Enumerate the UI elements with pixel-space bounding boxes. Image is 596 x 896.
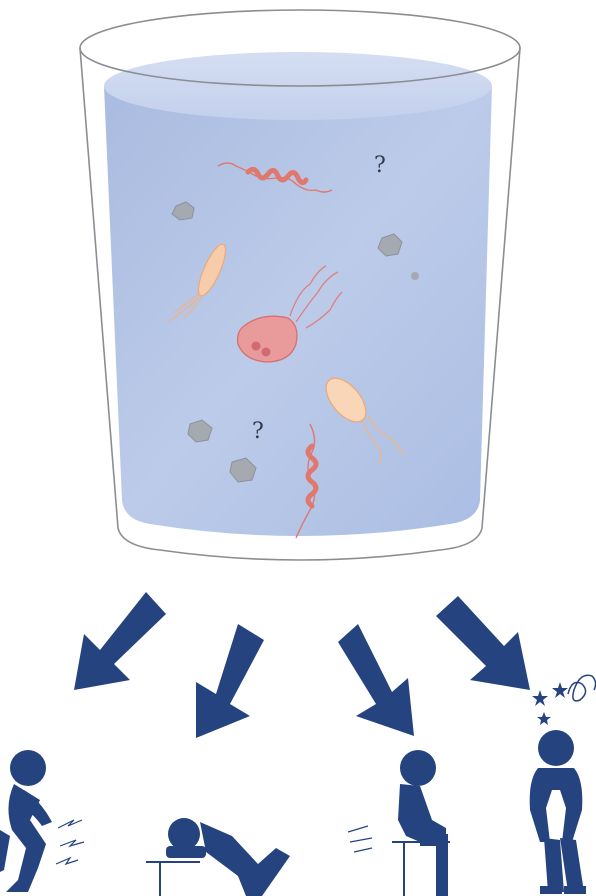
dizzy-swirl-icon (568, 675, 596, 701)
arrow-down-right-icon (338, 624, 414, 736)
glass (80, 10, 520, 560)
arrow-down-right-icon (436, 596, 530, 690)
question-mark: ? (252, 419, 264, 444)
vomiting-person-icon (166, 818, 290, 896)
water-body (104, 86, 492, 536)
dizzy-stars-icon (532, 682, 568, 725)
dizzy-person-icon (530, 730, 586, 894)
particle-icon (411, 272, 419, 280)
diarrhea-person-icon (398, 750, 448, 896)
table-icon (146, 862, 200, 896)
motion-lines-icon (348, 826, 372, 852)
pain-lightning-icon (56, 820, 84, 864)
question-mark: ? (374, 153, 386, 178)
arrow-down-left-icon (74, 592, 166, 690)
arrow-down-left-icon (196, 624, 264, 738)
stomach-cramps-person-icon (0, 750, 52, 892)
